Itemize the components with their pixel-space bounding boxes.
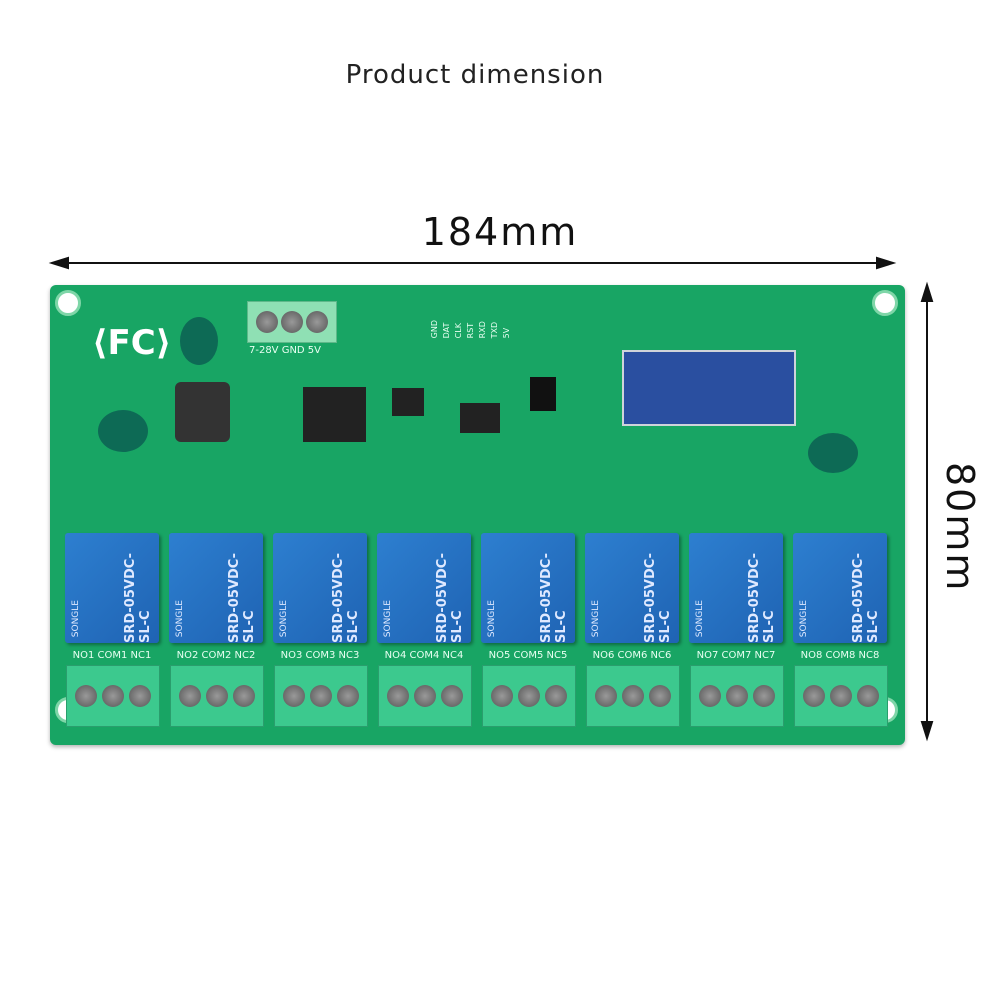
relay: SRD-05VDC-SL-C SONGLE	[481, 533, 575, 643]
relay-model: SRD-05VDC-SL-C	[331, 553, 361, 643]
power-terminal-label: 7-28V GND 5V	[248, 345, 322, 356]
relay: SRD-05VDC-SL-C SONGLE	[273, 533, 367, 643]
relay-model: SRD-05VDC-SL-C	[539, 553, 569, 643]
terminal-label: NO3 COM3 NC3	[280, 650, 360, 661]
terminal-label: NO5 COM5 NC5	[488, 650, 568, 661]
relay-brand: SONGLE	[175, 599, 185, 637]
header-pin-label: CLK	[454, 323, 463, 339]
header-pin-label: 5V	[502, 327, 511, 339]
relay: SRD-05VDC-SL-C SONGLE	[65, 533, 159, 643]
relay-model: SRD-05VDC-SL-C	[851, 553, 881, 643]
capacitor	[180, 317, 218, 365]
screw-terminal	[690, 665, 784, 727]
header-pin-label: RXD	[478, 321, 487, 339]
width-dimension-label: 184mm	[421, 210, 579, 254]
terminal-label: NO6 COM6 NC6	[592, 650, 672, 661]
screw-terminal	[794, 665, 888, 727]
relay-model: SRD-05VDC-SL-C	[123, 553, 153, 643]
relay-brand: SONGLE	[487, 599, 497, 637]
height-dimension-label: 80mm	[938, 462, 982, 593]
terminal-label: NO1 COM1 NC1	[72, 650, 152, 661]
screw-terminal	[170, 665, 264, 727]
terminal-label: NO2 COM2 NC2	[176, 650, 256, 661]
mounting-hole	[55, 290, 81, 316]
header-pin-label: GND	[430, 320, 439, 339]
relay-model: SRD-05VDC-SL-C	[643, 553, 673, 643]
capacitor	[808, 433, 858, 473]
relay: SRD-05VDC-SL-C SONGLE	[793, 533, 887, 643]
screw-terminal	[274, 665, 368, 727]
logo-icon: ⟨FC⟩	[92, 323, 172, 363]
inductor	[175, 382, 230, 442]
screw-terminal	[586, 665, 680, 727]
relay-model: SRD-05VDC-SL-C	[227, 553, 257, 643]
relay: SRD-05VDC-SL-C SONGLE	[585, 533, 679, 643]
screw-terminal	[378, 665, 472, 727]
relay: SRD-05VDC-SL-C SONGLE	[169, 533, 263, 643]
power-terminal	[247, 301, 337, 343]
width-arrow	[48, 256, 897, 270]
header-pin-label: TXD	[490, 321, 499, 339]
screw-terminal	[66, 665, 160, 727]
relay-brand: SONGLE	[279, 599, 289, 637]
relay: SRD-05VDC-SL-C SONGLE	[689, 533, 783, 643]
terminal-label: NO4 COM4 NC4	[384, 650, 464, 661]
relay-model: SRD-05VDC-SL-C	[435, 553, 465, 643]
height-arrow	[920, 281, 934, 742]
header-pin-label: DAT	[442, 322, 451, 339]
screw-terminal	[482, 665, 576, 727]
voltage-regulator	[303, 387, 366, 442]
terminal-label: NO7 COM7 NC7	[696, 650, 776, 661]
relay-brand: SONGLE	[695, 599, 705, 637]
capacitor	[98, 410, 148, 452]
relay-model: SRD-05VDC-SL-C	[747, 553, 777, 643]
page-title: Product dimension	[345, 60, 605, 90]
relay-brand: SONGLE	[383, 599, 393, 637]
relay-brand: SONGLE	[71, 599, 81, 637]
mounting-hole	[872, 290, 898, 316]
relay: SRD-05VDC-SL-C SONGLE	[377, 533, 471, 643]
jumper-header	[530, 377, 556, 411]
relay-brand: SONGLE	[591, 599, 601, 637]
bluetooth-module	[622, 350, 796, 426]
ldo-regulator	[392, 388, 424, 416]
header-pin-label: RST	[466, 322, 475, 339]
ic-chip	[460, 403, 500, 433]
relay-brand: SONGLE	[799, 599, 809, 637]
terminal-label: NO8 COM8 NC8	[800, 650, 880, 661]
